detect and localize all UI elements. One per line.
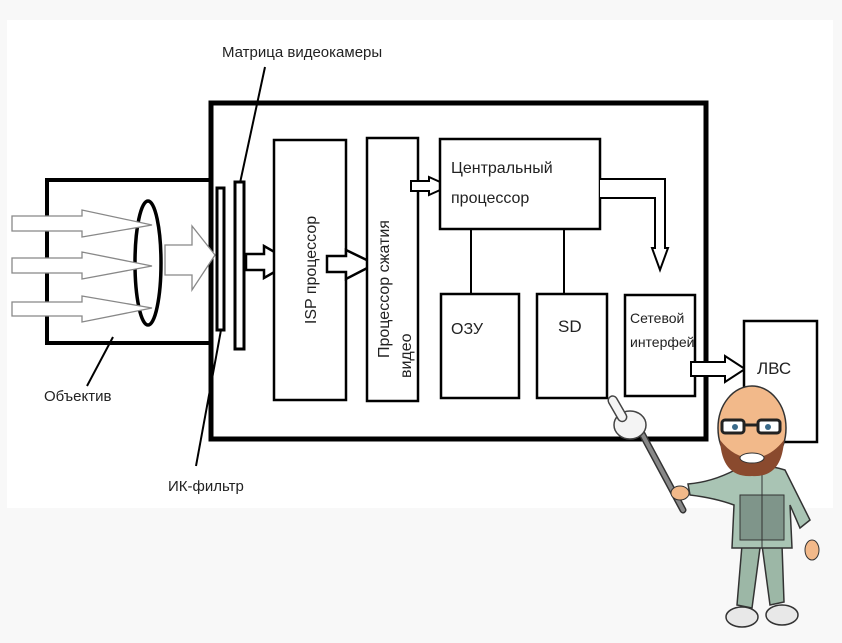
focused-light-arrow (164, 224, 216, 293)
light-rays (11, 209, 216, 323)
left-shoe (725, 606, 759, 628)
compression-processor-label-line2: видео (398, 333, 415, 378)
sd-label: SD (558, 317, 582, 336)
ir-filter-label: ИК-фильтр (168, 478, 244, 495)
light-arrow-top (11, 209, 153, 238)
sensor-matrix-label: Матрица видеокамеры (222, 44, 382, 61)
pointing-glove-icon (607, 395, 647, 440)
cpu-block (438, 137, 602, 231)
network-interface-label-line2: интерфейс (630, 334, 702, 350)
network-interface-block (623, 293, 697, 398)
lan-label: ЛВС (757, 359, 791, 378)
ram-block (439, 292, 521, 400)
camera-body-box (208, 100, 709, 442)
ir-filter (215, 186, 226, 332)
sensor-leader-line (239, 66, 266, 184)
ir-filter-leader-line (195, 329, 222, 467)
arrow-cpu-to-network (600, 178, 670, 273)
cpu-label-line2: процессор (451, 190, 529, 207)
cpu-label-line1: Центральный (451, 160, 553, 177)
light-arrow-middle (11, 251, 153, 280)
presenter-hand-right (804, 539, 820, 561)
compression-processor-block (365, 136, 420, 403)
light-arrow-bottom (11, 295, 153, 323)
compression-processor-label-line1: Процессор сжатия (376, 220, 393, 358)
network-interface-label-line1: Сетевой (630, 310, 684, 326)
lens-leader-line (86, 336, 114, 387)
arrow-network-to-lan (690, 354, 747, 384)
arrow-isp-to-compression (325, 248, 378, 282)
sd-block (535, 292, 609, 400)
lens-label: Объектив (44, 388, 111, 405)
presenter-cartoon (607, 385, 820, 628)
isp-processor-label: ISP процессор (303, 216, 320, 324)
ram-label: ОЗУ (451, 321, 484, 338)
presenter-hand-left (670, 485, 690, 501)
sensor-matrix (233, 180, 246, 351)
right-shoe (765, 604, 799, 626)
